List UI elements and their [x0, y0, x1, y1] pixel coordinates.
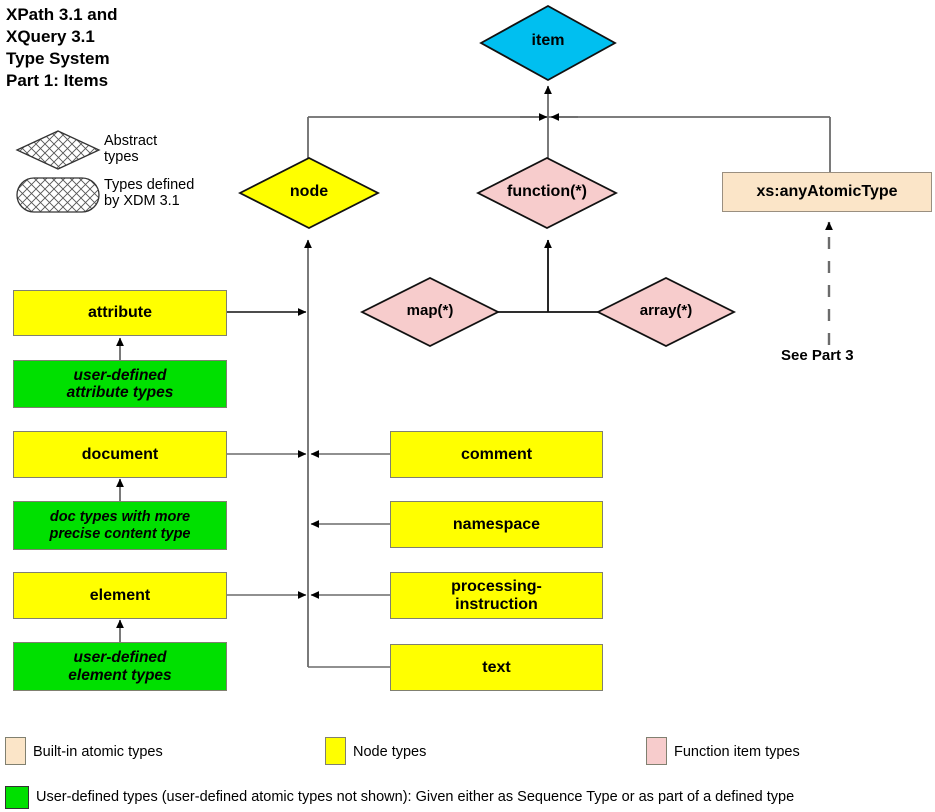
node-label: node	[289, 183, 329, 200]
box-namespace[interactable]: namespace	[390, 501, 603, 548]
legend-label-builtin-atomic: Built-in atomic types	[33, 744, 163, 760]
item-label: item	[531, 32, 565, 49]
see-part-3-label: See Part 3	[781, 347, 854, 364]
legend-label-node-types: Node types	[353, 744, 427, 760]
key-abstract-diamond-icon	[15, 130, 101, 170]
legend-label-user-defined: User-defined types (user-defined atomic …	[36, 789, 795, 805]
box-user-defined-attribute-types[interactable]: user-defined attribute types	[13, 360, 227, 408]
legend-swatch-user-defined	[5, 786, 29, 809]
key-xdm-types-label: Types defined by XDM 3.1	[104, 177, 195, 210]
box-document[interactable]: document	[13, 431, 227, 478]
key-xdm-rounded-icon	[16, 177, 100, 213]
array-label: array(*)	[639, 302, 693, 319]
box-comment[interactable]: comment	[390, 431, 603, 478]
legend-label-function-types: Function item types	[674, 744, 800, 760]
key-abstract-types-label: Abstract types	[104, 133, 158, 166]
function-label: function(*)	[507, 183, 587, 200]
legend-swatch-function-types	[646, 737, 667, 765]
page-title: XPath 3.1 and XQuery 3.1 Type System Par…	[6, 5, 118, 91]
legend-swatch-node-types	[325, 737, 346, 765]
box-text[interactable]: text	[390, 644, 603, 691]
box-user-defined-element-types[interactable]: user-defined element types	[13, 642, 227, 691]
box-doc-types-precise-content[interactable]: doc types with more precise content type	[13, 501, 227, 550]
legend-swatch-builtin-atomic	[5, 737, 26, 765]
box-xs-any-atomic-type[interactable]: xs:anyAtomicType	[722, 172, 932, 212]
box-processing-instruction[interactable]: processing- instruction	[390, 572, 603, 619]
box-attribute[interactable]: attribute	[13, 290, 227, 336]
box-element[interactable]: element	[13, 572, 227, 619]
map-label: map(*)	[406, 302, 454, 319]
